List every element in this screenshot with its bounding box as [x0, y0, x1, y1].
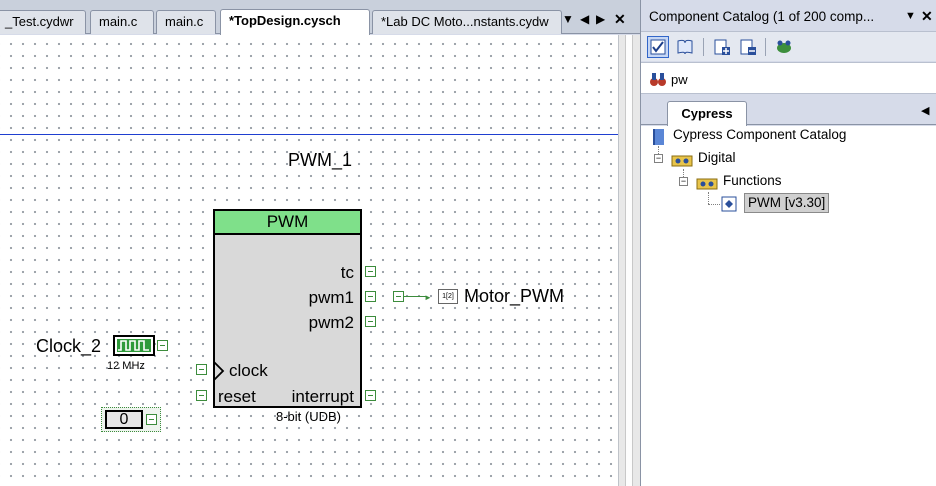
terminal-reset[interactable] [196, 390, 207, 401]
catalog-search-bar [641, 62, 936, 94]
component-tree: Cypress Component Catalog − Digital − Fu… [641, 126, 936, 486]
functions-folder-icon [696, 178, 718, 190]
editor-tab-bar: _Test.cydwr main.c main.c *TopDesign.cys… [0, 0, 640, 35]
output-arrow-icon: ► [424, 293, 432, 302]
tab-main-c-1[interactable]: main.c [90, 10, 154, 34]
terminal-pwm2[interactable] [365, 316, 376, 327]
pin-label-clock: clock [229, 361, 268, 380]
tree-item-pwm[interactable]: PWM [v3.30] [744, 193, 830, 213]
tree-item-digital[interactable]: Digital [698, 150, 736, 165]
tab-scroll-right-icon[interactable]: ▶ [596, 12, 606, 26]
logic-constant-component[interactable]: 0 [101, 407, 161, 432]
clock-name: Clock_2 [36, 336, 102, 356]
clock-waveform-icon [117, 339, 151, 352]
tab-test-cydwr[interactable]: _Test.cydwr [0, 10, 86, 34]
pwm-type-header: PWM [215, 211, 360, 235]
pin-label-tc: tc [340, 263, 354, 282]
add-component-icon[interactable] [711, 36, 733, 58]
terminal-interrupt[interactable] [365, 390, 376, 401]
tab-scroll-left-icon[interactable]: ◀ [921, 105, 930, 117]
pin-label-reset: reset [218, 387, 256, 406]
tab-scroll-left-icon[interactable]: ◀ [580, 12, 590, 26]
wire-motor-pwm[interactable] [404, 296, 426, 297]
catalog-tab-bar: Cypress ◀ [641, 98, 936, 126]
terminal-tc[interactable] [365, 266, 376, 277]
terminal-clock-out[interactable] [157, 340, 168, 351]
panel-options-icon[interactable]: ▼ [905, 10, 916, 22]
terminal-pwm1[interactable] [365, 291, 376, 302]
output-pin-name: Motor_PWM [464, 286, 565, 306]
component-catalog-panel: Component Catalog (1 of 200 comp... ▼ ✕ … [640, 0, 936, 486]
clock-input-triangle-icon [213, 360, 225, 382]
tab-topdesign[interactable]: *TopDesign.cysch [220, 9, 370, 35]
tab-lab-dc-motor-constants[interactable]: *Lab DC Moto...nstants.cydw [372, 10, 562, 34]
remove-component-icon[interactable] [737, 36, 759, 58]
catalog-search-input[interactable] [671, 71, 921, 87]
collapse-functions-icon[interactable]: − [679, 176, 688, 186]
pin-label-pwm2: pwm2 [308, 313, 354, 332]
logic-constant-value: 0 [105, 410, 143, 429]
pwm-component[interactable]: PWM tc pwm1 pwm2 clock reset interrupt [213, 209, 362, 408]
digital-output-pin-icon[interactable]: 1[2] [438, 289, 458, 304]
wire-terminal[interactable] [393, 291, 404, 302]
vertical-scrollbar[interactable] [618, 35, 640, 486]
terminal-clock[interactable] [196, 364, 207, 375]
pwm-instance-name: PWM_1 [288, 150, 353, 170]
clock-component[interactable] [113, 335, 155, 356]
panel-close-icon[interactable]: ✕ [921, 8, 933, 24]
digital-folder-icon [671, 155, 693, 167]
catalog-book-icon [653, 129, 664, 145]
search-binoculars-icon [650, 73, 666, 86]
tab-list-dropdown-icon[interactable]: ▼ [562, 12, 574, 26]
pwm-implementation-label: 8-bit (UDB) [276, 409, 342, 424]
datasheet-book-icon[interactable] [674, 36, 696, 58]
tab-main-c-2[interactable]: main.c [156, 10, 216, 34]
tree-item-functions[interactable]: Functions [723, 173, 782, 188]
pwm-component-icon [721, 196, 737, 212]
catalog-toolbar [641, 31, 936, 61]
catalog-view-icon[interactable] [647, 36, 669, 58]
panel-title: Component Catalog (1 of 200 comp... [649, 9, 875, 24]
tab-cypress[interactable]: Cypress [667, 101, 747, 126]
collapse-digital-icon[interactable]: − [654, 153, 663, 163]
clock-frequency: 12 MHz [107, 360, 145, 372]
terminal-constant-out[interactable] [146, 414, 157, 425]
close-tab-icon[interactable]: ✕ [614, 11, 626, 27]
import-component-icon[interactable] [773, 36, 795, 58]
pin-label-pwm1: pwm1 [308, 288, 354, 307]
pin-label-interrupt: interrupt [291, 387, 354, 406]
tree-item-root[interactable]: Cypress Component Catalog [673, 127, 847, 142]
page-boundary-line [0, 134, 618, 135]
